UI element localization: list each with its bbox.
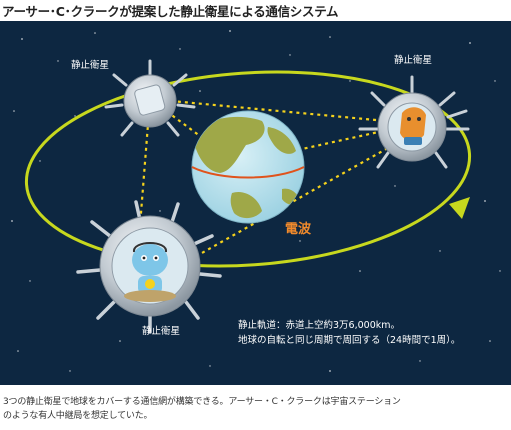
satellite-label-top-left: 静止衛星 xyxy=(71,60,110,71)
geostationary-orbit xyxy=(24,70,472,268)
diagram-scene: 静止衛星 静止衛星 静止衛星 電波 静止軌道：赤道上空約3万6,000km。 地… xyxy=(0,21,511,385)
caption-line2: のような有人中継局を想定していた。 xyxy=(3,411,153,421)
caption-line1: 3つの静止衛星で地球をカバーする通信網が構築できる。アーサー・C・クラークは宇宙… xyxy=(3,397,401,407)
page-title: アーサー･C･クラークが提案した静止衛星による通信システム xyxy=(2,4,339,19)
orbit-note: 静止軌道：赤道上空約3万6,000km。 地球の自転と同じ周期で周回する（24時… xyxy=(238,318,460,348)
satellite-top-left xyxy=(104,59,196,137)
equator-line xyxy=(191,166,305,179)
stars xyxy=(11,30,501,372)
orbit-note-line1: 静止軌道：赤道上空約3万6,000km。 xyxy=(238,320,400,331)
satellite-bottom-left xyxy=(76,200,222,334)
diagram-graphic xyxy=(11,30,501,372)
orbit-direction-arrow xyxy=(449,197,470,219)
earth-globe xyxy=(191,110,305,224)
satellite-label-bottom-left: 静止衛星 xyxy=(142,326,181,337)
satellite-label-top-right: 静止衛星 xyxy=(394,55,433,66)
radio-wave-label: 電波 xyxy=(285,222,312,237)
orbit-note-line2: 地球の自転と同じ周期で周回する（24時間で1周）。 xyxy=(238,335,461,346)
satellite-top-right xyxy=(358,75,470,169)
figure-caption: 3つの静止衛星で地球をカバーする通信網が構築できる。アーサー・C・クラークは宇宙… xyxy=(3,395,509,423)
